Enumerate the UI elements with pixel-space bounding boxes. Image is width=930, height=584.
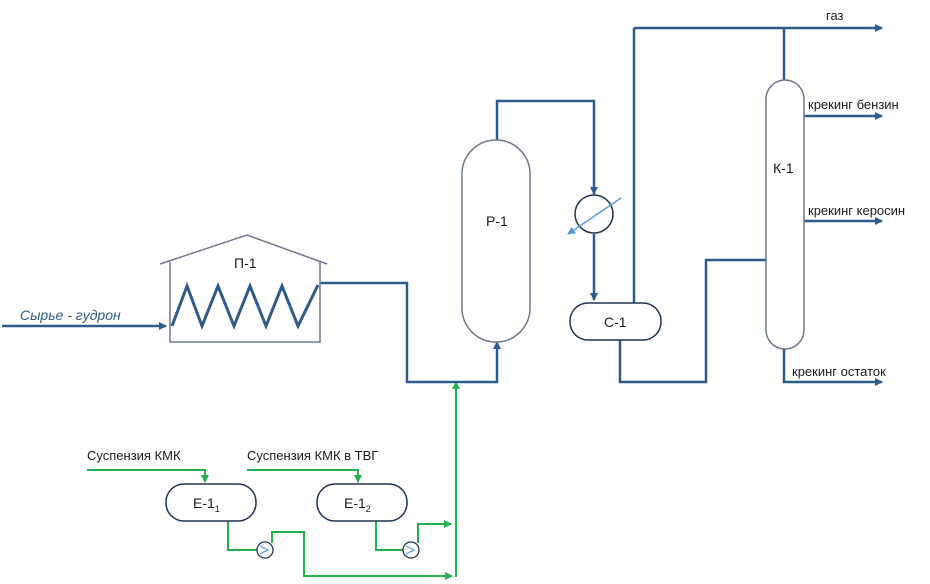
suspension2-label: Суспензия КМК в ТВГ: [247, 448, 378, 463]
gas-label: газ: [826, 8, 844, 23]
column-k1: [765, 79, 805, 350]
catalyst-lines: [87, 381, 460, 580]
tank1-label: Е-11: [193, 495, 220, 514]
furnace-p1: [159, 234, 328, 343]
residue-label: крекинг остаток: [792, 364, 886, 379]
reactor-label: Р-1: [486, 213, 508, 229]
tank-e1-2: [316, 483, 408, 522]
tank2-label: Е-12: [344, 495, 371, 514]
reactor-r1: [461, 139, 531, 343]
process-lines: [2, 24, 883, 386]
gasoline-label: крекинг бензин: [808, 97, 899, 112]
furnace-label: П-1: [234, 255, 257, 271]
column-label: К-1: [773, 160, 794, 176]
kerosene-label: крекинг керосин: [808, 203, 905, 218]
suspension1-label: Суспензия КМК: [87, 448, 181, 463]
cooler-icon: [567, 194, 622, 235]
tank-e1-1: [165, 483, 257, 522]
pump-2-icon: [402, 541, 420, 559]
pump-1-icon: [256, 541, 274, 559]
feed-label: Сырье - гудрон: [20, 307, 121, 323]
separator-c1: [569, 302, 662, 341]
separator-label: С-1: [604, 314, 627, 330]
